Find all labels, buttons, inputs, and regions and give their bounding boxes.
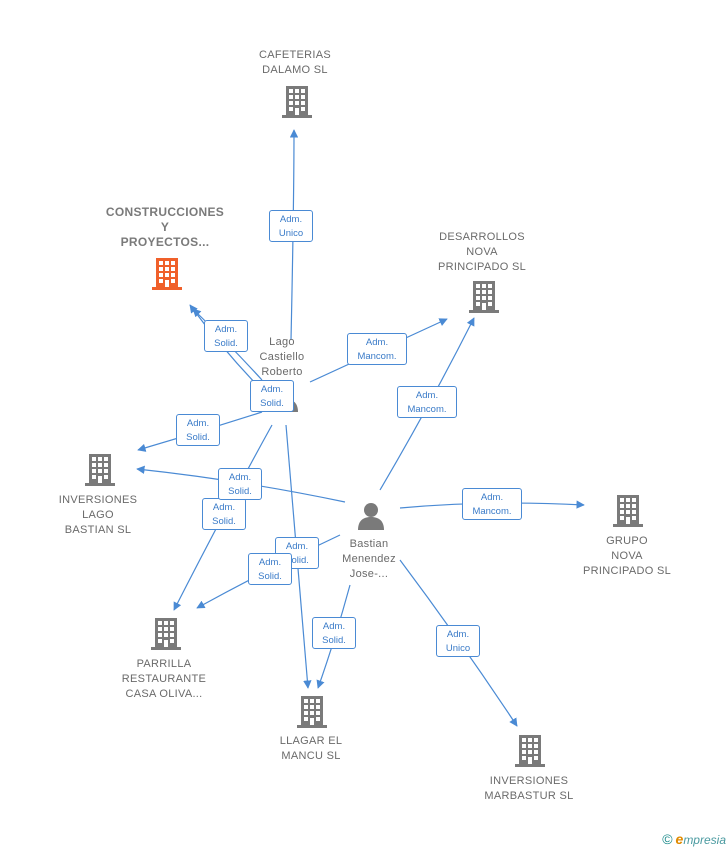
building-icon[interactable] <box>469 281 499 313</box>
edge-role-label[interactable]: Adm. Solid. <box>312 617 356 649</box>
node-label-inversiones-lago[interactable]: INVERSIONES LAGO BASTIAN SL <box>58 494 138 536</box>
node-label-bastian[interactable]: Bastian Menendez Jose-... <box>342 538 396 580</box>
edge-role-label[interactable]: Adm. Unico <box>269 210 313 242</box>
edge-role-label[interactable]: Adm. Solid. <box>202 498 246 530</box>
edge-role-label[interactable]: Adm. Mancom. <box>397 386 457 418</box>
edge-role-label[interactable]: Adm. Unico <box>436 625 480 657</box>
building-icon[interactable] <box>282 86 312 118</box>
node-label-desarrollos[interactable]: DESARROLLOS NOVA PRINCIPADO SL <box>437 231 527 273</box>
building-icon[interactable] <box>152 258 182 290</box>
node-label-llagar[interactable]: LLAGAR EL MANCU SL <box>279 735 343 762</box>
brand-logo: ©empresia <box>662 831 726 847</box>
node-label-marbastur[interactable]: INVERSIONES MARBASTUR SL <box>484 775 574 802</box>
building-icon[interactable] <box>297 696 327 728</box>
edge-role-label[interactable]: Adm. Mancom. <box>462 488 522 520</box>
node-label-lago[interactable]: Lago Castiello Roberto <box>259 336 305 378</box>
copyright-mark: © <box>662 831 673 847</box>
edge-role-label[interactable]: Adm. Solid. <box>248 553 292 585</box>
building-icon[interactable] <box>151 618 181 650</box>
node-label-parrilla[interactable]: PARRILLA RESTAURANTE CASA OLIVA... <box>121 658 207 700</box>
node-label-cafeterias[interactable]: CAFETERIAS DALAMO SL <box>258 49 332 76</box>
building-icon[interactable] <box>85 454 115 486</box>
building-icon[interactable] <box>515 735 545 767</box>
edge-role-label[interactable]: Adm. Mancom. <box>347 333 407 365</box>
person-icon[interactable] <box>358 503 384 530</box>
node-label-grupo[interactable]: GRUPO NOVA PRINCIPADO SL <box>582 535 672 577</box>
edge-role-label[interactable]: Adm. Solid. <box>218 468 262 500</box>
building-icon[interactable] <box>613 495 643 527</box>
edge-role-label[interactable]: Adm. Solid. <box>176 414 220 446</box>
brand-name: mpresia <box>683 833 726 847</box>
edge-role-label[interactable]: Adm. Solid. <box>204 320 248 352</box>
brand-initial: e <box>675 831 684 847</box>
edge-role-label[interactable]: Adm. Solid. <box>250 380 294 412</box>
node-label-construcciones[interactable]: CONSTRUCCIONES Y PROYECTOS... <box>105 205 225 249</box>
